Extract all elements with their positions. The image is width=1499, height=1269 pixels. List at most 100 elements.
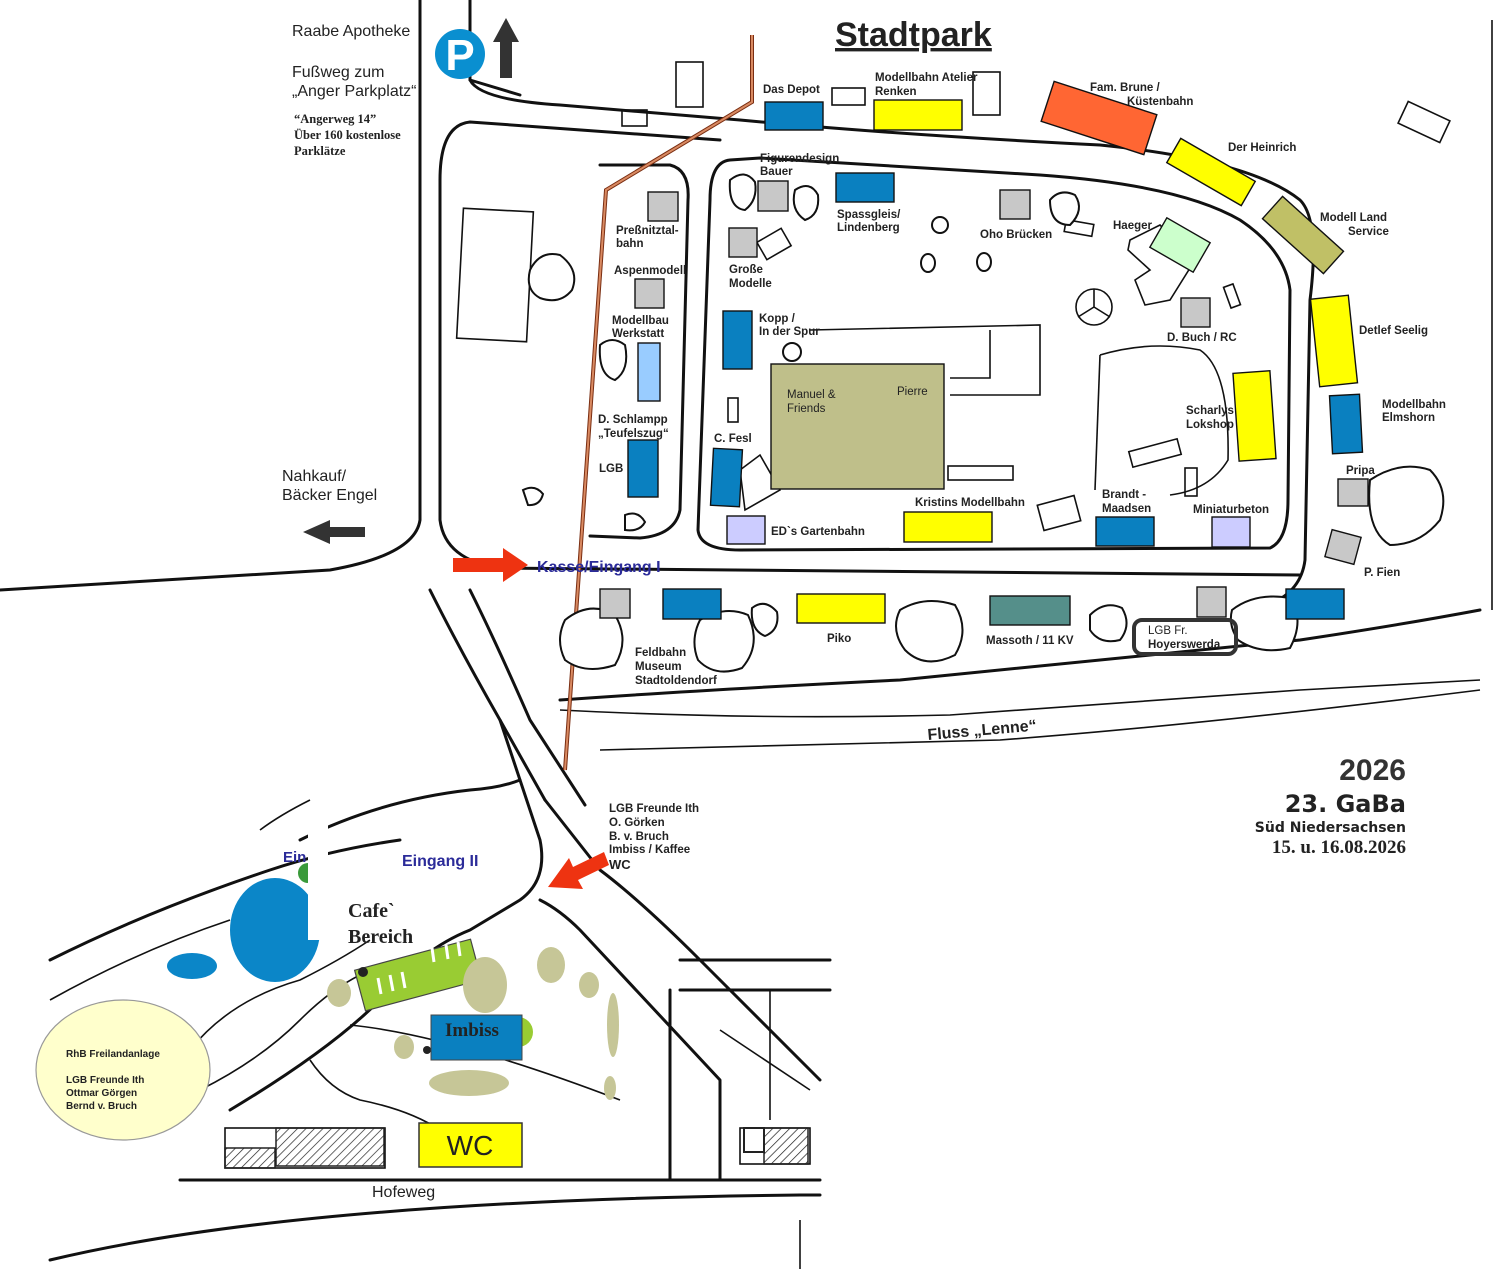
- stand-das-depot: [764, 101, 824, 131]
- address-line-1: “Angerweg 14”: [294, 112, 376, 126]
- label-land-2: Service: [1348, 226, 1389, 238]
- label-feldbahn-2: Museum: [635, 661, 682, 673]
- stand-feldbahn: [599, 588, 631, 619]
- stand-brandt: [1095, 516, 1155, 547]
- stand-figurendesign: [757, 180, 789, 212]
- label-ith-5: WC: [609, 857, 631, 872]
- stand-aspenmodell: [634, 278, 665, 309]
- event-region: Süd Niedersachsen: [1255, 820, 1406, 836]
- stand-lgb: [627, 439, 659, 498]
- stand-hoyerswerda-gray: [1196, 586, 1227, 618]
- stands: [599, 80, 1369, 656]
- footpath-label: Fußweg zum: [292, 64, 384, 81]
- stand-c-fesl: [709, 447, 744, 508]
- rhb-label-1: RhB Freilandanlage: [66, 1049, 160, 1060]
- stand-p-fien: [1324, 528, 1362, 566]
- rhb-label-2: LGB Freunde Ith: [66, 1075, 144, 1086]
- label-schlampp-2: „Teufelszug“: [598, 428, 669, 440]
- stand-blue-row: [662, 588, 722, 620]
- label-piko: Piko: [827, 633, 851, 645]
- wc-building: [418, 1122, 523, 1168]
- label-massoth: Massoth / 11 KV: [986, 635, 1074, 647]
- label-ith-2: O. Görken: [609, 817, 665, 829]
- label-lgb: LGB: [599, 463, 623, 475]
- label-land-1: Modell Land: [1320, 212, 1387, 224]
- label-brune-2: Küstenbahn: [1127, 96, 1193, 108]
- label-ith-1: LGB Freunde Ith: [609, 803, 699, 815]
- pond-large: [230, 878, 320, 982]
- label-fien: P. Fien: [1364, 567, 1400, 579]
- stand-haeger: [1148, 216, 1212, 274]
- label-das-depot: Das Depot: [763, 84, 820, 96]
- stand-oho-bruecken: [999, 189, 1031, 220]
- street-label: Hofeweg: [372, 1184, 435, 1201]
- label-atelier-1: Modellbahn Atelier: [875, 72, 978, 84]
- stand-modellbau-werkstatt: [637, 342, 661, 402]
- wc-label: WC: [447, 1130, 494, 1161]
- entrance-1-label: Kasse/Eingang I: [537, 559, 661, 576]
- label-heinrich: Der Heinrich: [1228, 142, 1296, 154]
- label-atelier-2: Renken: [875, 86, 917, 98]
- imbiss-stand: [430, 1014, 523, 1061]
- pond-small: [167, 953, 217, 979]
- label-elmshorn-2: Elmshorn: [1382, 412, 1435, 424]
- stand-kristins: [903, 511, 993, 543]
- label-grosse-1: Große: [729, 264, 763, 276]
- shop-label-1: Nahkauf/: [282, 468, 347, 485]
- label-pressnitz-2: bahn: [616, 238, 643, 250]
- label-scharlys-2: Lokshop: [1186, 419, 1234, 431]
- entrance-1-arrow-icon: [453, 548, 528, 582]
- stand-blue-right: [1285, 588, 1345, 620]
- cafe-label-2: Bereich: [348, 926, 413, 948]
- label-schlampp-1: D. Schlampp: [598, 414, 668, 426]
- lower-area: [35, 820, 809, 1169]
- address-line-3: Parklätze: [294, 144, 346, 158]
- label-brune-1: Fam. Brune /: [1090, 82, 1160, 94]
- label-pressnitz-1: Preßnitztal-: [616, 225, 679, 237]
- label-oho: Oho Brücken: [980, 229, 1052, 241]
- building-outlines: [224, 61, 1451, 1169]
- label-buch: D. Buch / RC: [1167, 332, 1237, 344]
- stand-detlef-seelig: [1309, 294, 1359, 388]
- label-haeger: Haeger: [1113, 220, 1153, 232]
- stand-der-heinrich: [1165, 137, 1257, 207]
- label-fesl: C. Fesl: [714, 433, 752, 445]
- stand-ed-gartenbahn: [726, 515, 766, 545]
- stand-modell-land: [1261, 195, 1345, 275]
- white-mask: [308, 820, 328, 940]
- label-manuel-1: Manuel &: [787, 389, 836, 401]
- label-figuren-2: Bauer: [760, 166, 793, 178]
- hoyerswerda-highlight: [1132, 618, 1238, 656]
- stand-grosse-modelle: [728, 227, 758, 258]
- entrance-2-label: Eingang II: [402, 853, 478, 870]
- label-feldbahn-1: Feldbahn: [635, 647, 686, 659]
- shop-label-2: Bäcker Engel: [282, 487, 377, 504]
- label-kristins: Kristins Modellbahn: [915, 497, 1025, 509]
- label-scharlys-1: Scharlys: [1186, 405, 1234, 417]
- label-spass-2: Lindenberg: [837, 222, 900, 234]
- label-manuel-2: Friends: [787, 403, 826, 415]
- cafe-terrace: [353, 938, 483, 1012]
- label-hoyers-2: Hoyerswerda: [1148, 639, 1221, 651]
- parking-icon: P: [435, 29, 485, 80]
- label-elmshorn-1: Modellbahn: [1382, 399, 1446, 411]
- event-year: 2026: [1339, 754, 1406, 787]
- label-brandt-2: Maadsen: [1102, 503, 1151, 515]
- label-pripa: Pripa: [1346, 465, 1375, 477]
- label-spass-1: Spassgleis/: [837, 209, 901, 221]
- label-werkstatt-2: Werkstatt: [612, 328, 664, 340]
- stand-miniaturbeton: [1211, 516, 1251, 548]
- event-dates: 15. u. 16.08.2026: [1272, 837, 1406, 858]
- trees: [521, 173, 1445, 673]
- svg-text:P: P: [445, 31, 474, 80]
- stand-massoth: [989, 595, 1071, 626]
- stand-pressnitztal: [647, 191, 679, 222]
- rhb-label-4: Bernd v. Bruch: [66, 1101, 137, 1112]
- label-grosse-2: Modelle: [729, 278, 772, 290]
- stand-modellbahn-atelier: [873, 99, 963, 131]
- footpath-label-2: „Anger Parkplatz“: [292, 83, 417, 100]
- label-kopp-1: Kopp /: [759, 313, 796, 325]
- north-arrow-icon: [493, 18, 519, 78]
- rhb-label-3: Ottmar Görgen: [66, 1088, 137, 1099]
